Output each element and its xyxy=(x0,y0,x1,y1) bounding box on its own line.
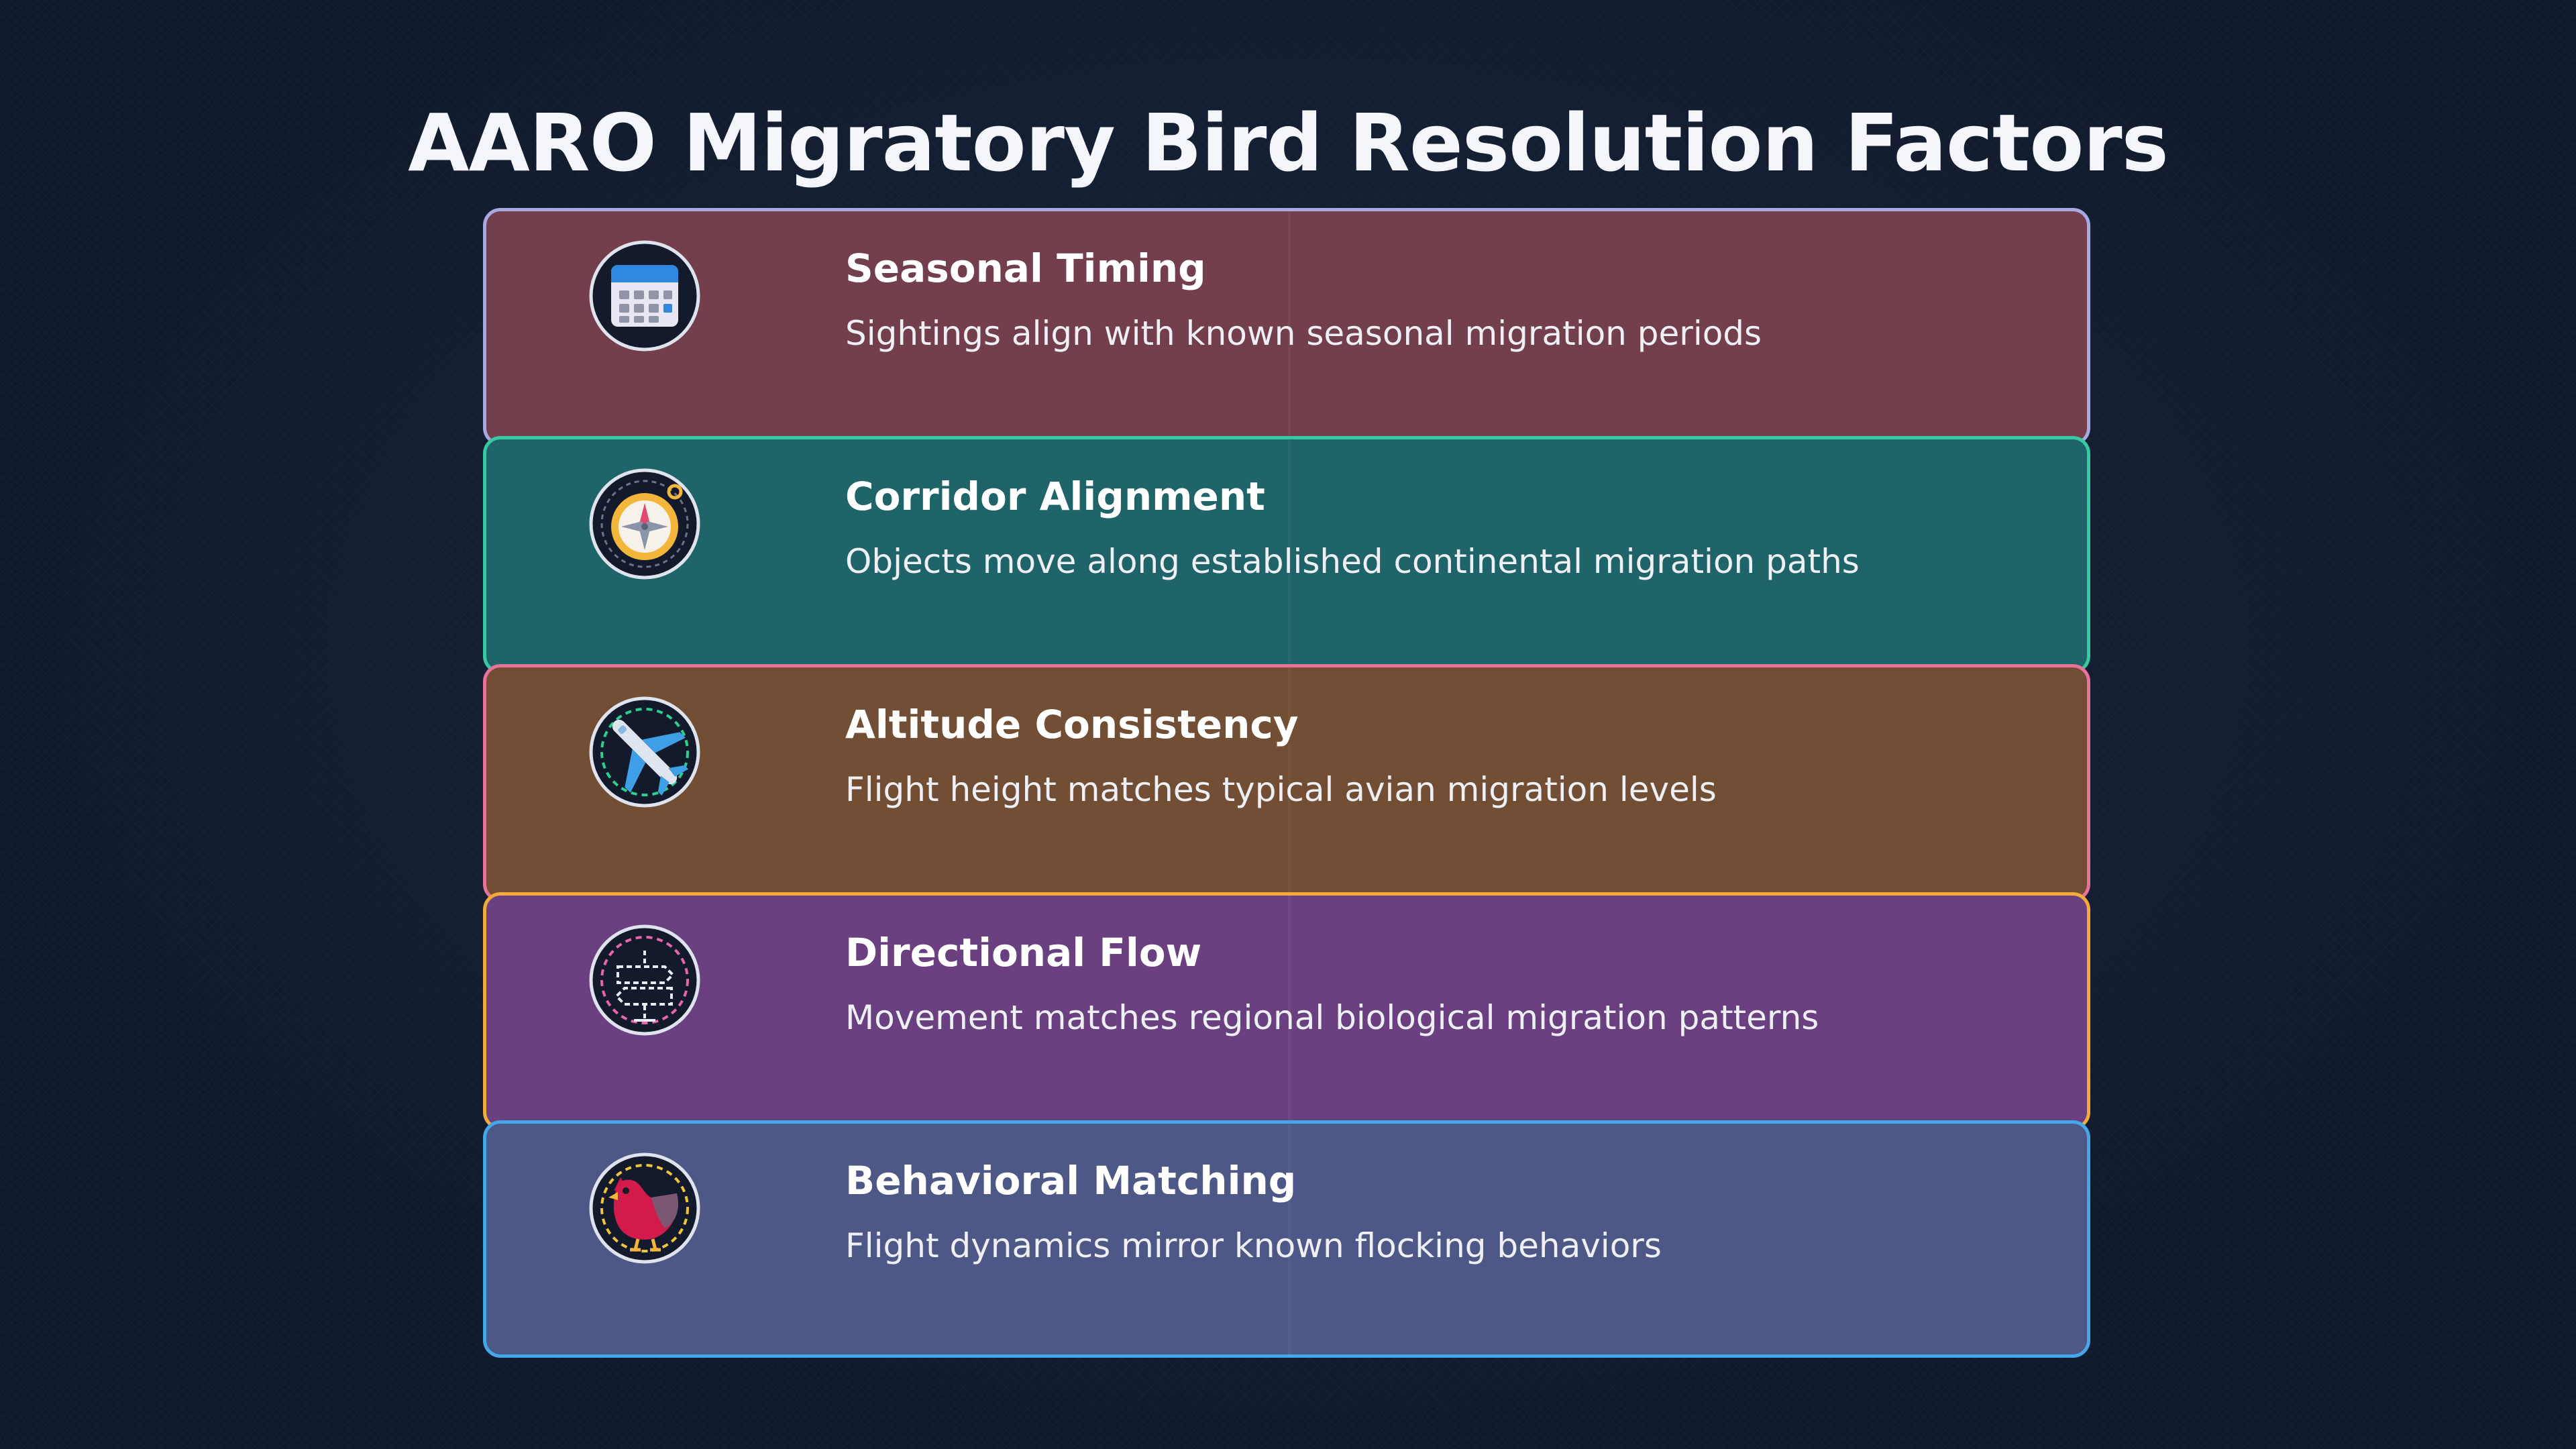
factor-title: Seasonal Timing xyxy=(845,246,1206,291)
factor-title: Corridor Alignment xyxy=(845,474,1265,519)
factor-description: Movement matches regional biological mig… xyxy=(845,998,1819,1037)
factor-title: Altitude Consistency xyxy=(845,702,1299,747)
page-title: AARO Migratory Bird Resolution Factors xyxy=(408,97,2169,189)
factor-description: Flight height matches typical avian migr… xyxy=(845,770,1717,809)
factor-title: Behavioral Matching xyxy=(845,1158,1297,1203)
factor-description: Sightings align with known seasonal migr… xyxy=(845,314,1762,353)
factor-card-seasonal-timing: Seasonal Timing Sightings align with kno… xyxy=(483,208,2090,445)
factor-card-corridor-alignment: Corridor Alignment Objects move along es… xyxy=(483,436,2090,674)
factor-description: Objects move along established continent… xyxy=(845,542,1860,581)
airplane-icon xyxy=(587,694,702,810)
factor-description: Flight dynamics mirror known flocking be… xyxy=(845,1226,1662,1265)
factor-title: Directional Flow xyxy=(845,930,1202,975)
calendar-icon xyxy=(587,238,702,354)
factor-card-behavioral-matching: Behavioral Matching Flight dynamics mirr… xyxy=(483,1120,2090,1358)
factor-card-altitude-consistency: Altitude Consistency Flight height match… xyxy=(483,664,2090,902)
bird-icon xyxy=(587,1150,702,1266)
compass-icon xyxy=(587,466,702,582)
factor-card-directional-flow: Directional Flow Movement matches region… xyxy=(483,892,2090,1130)
signpost-icon xyxy=(587,922,702,1038)
